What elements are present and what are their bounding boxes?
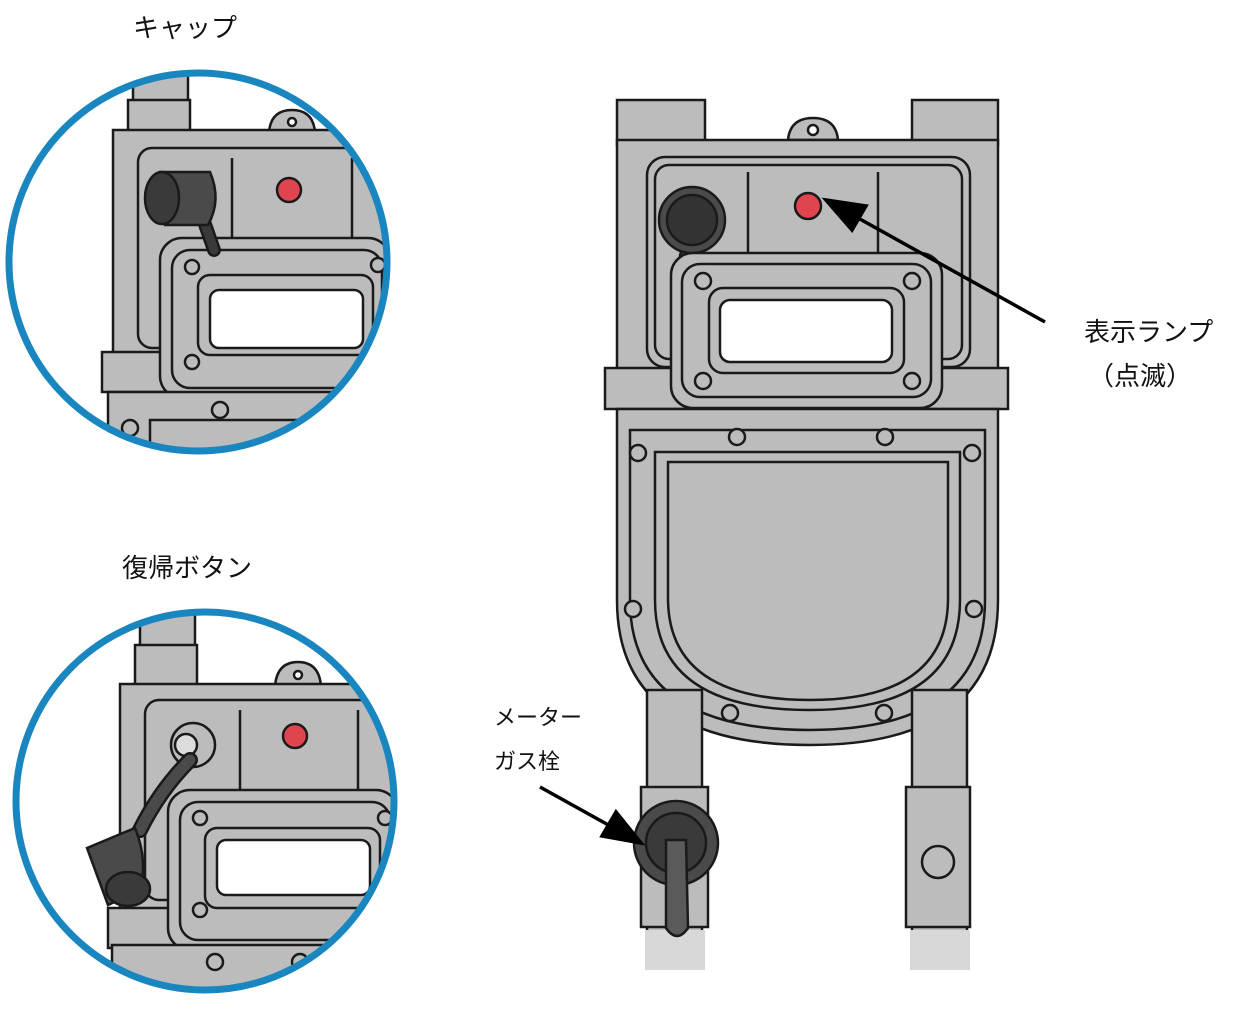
counter-window (718, 298, 894, 364)
label-cap: キャップ (133, 14, 238, 44)
meter-gas-cock (632, 785, 720, 938)
inlet-pipe-left (615, 98, 707, 147)
label-indicator-lamp-note: （点滅） (1088, 362, 1193, 392)
indicator-lamp (793, 191, 823, 221)
label-meter-gas-cock-line1: メーター (494, 706, 583, 731)
pointer-arrows (539, 197, 1046, 846)
detail-cap (100, 73, 387, 451)
label-reset-button: 復帰ボタン (122, 554, 253, 584)
label-indicator-lamp: 表示ランプ (1084, 318, 1214, 348)
reset-button-icon (85, 721, 217, 908)
detail-reset-button (85, 612, 394, 990)
detail-cap-circle (5, 69, 391, 455)
cap-closed-icon (143, 170, 221, 257)
gas-meter (603, 98, 1010, 970)
detail-reset-circle (12, 608, 398, 994)
label-meter-gas-cock-line2: ガス栓 (494, 750, 561, 775)
inlet-pipe-right (910, 98, 1000, 147)
